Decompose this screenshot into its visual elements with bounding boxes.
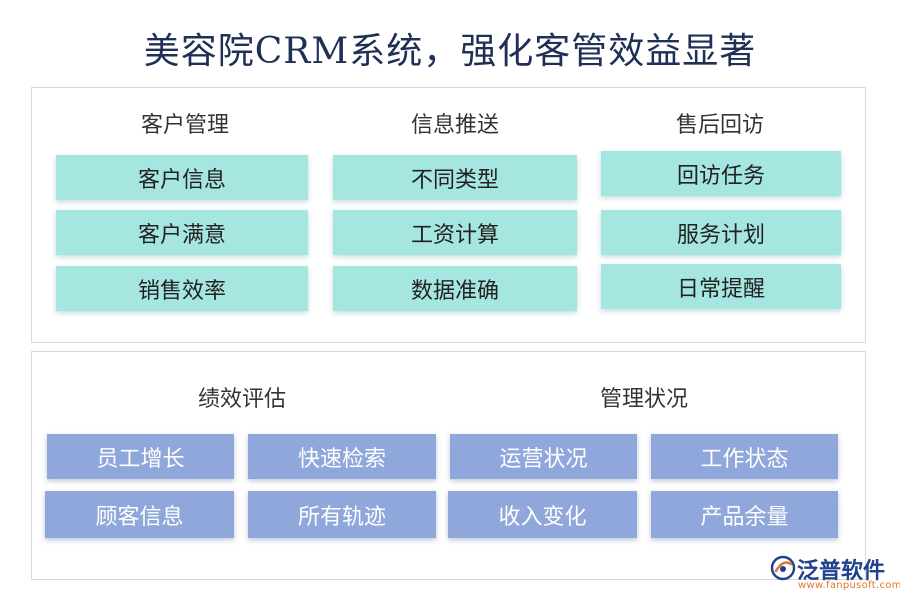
box-staff-growth: 员工增长 — [47, 434, 234, 479]
box-income-change: 收入变化 — [448, 491, 637, 538]
group-heading-management-status: 管理状况 — [599, 387, 688, 412]
box-customer-info: 客户信息 — [56, 155, 308, 200]
box-different-types: 不同类型 — [333, 155, 577, 200]
box-operation-status: 运营状况 — [450, 434, 637, 479]
box-all-tracks: 所有轨迹 — [248, 491, 436, 538]
box-sales-efficiency: 销售效率 — [56, 266, 308, 311]
fanpu-logo-icon — [770, 555, 796, 581]
brand-logo: 泛普软件 www.fanpusoft.com — [770, 553, 900, 593]
box-service-plan: 服务计划 — [601, 210, 841, 255]
column-heading-customer-management: 客户管理 — [140, 113, 229, 138]
column-heading-info-push: 信息推送 — [410, 113, 499, 138]
logo-brand-text: 泛普软件 — [797, 559, 886, 584]
box-return-visit-task: 回访任务 — [601, 151, 841, 196]
box-fast-search: 快速检索 — [248, 434, 436, 479]
box-customer-satisfaction: 客户满意 — [56, 210, 308, 255]
logo-url-text: www.fanpusoft.com — [798, 580, 900, 591]
box-salary-calculation: 工资计算 — [333, 210, 577, 255]
box-client-info: 顾客信息 — [45, 491, 234, 538]
box-daily-reminder: 日常提醒 — [601, 264, 841, 309]
box-data-accurate: 数据准确 — [333, 266, 577, 311]
column-heading-after-sales: 售后回访 — [675, 113, 764, 138]
page-title: 美容院CRM系统，强化客管效益显著 — [143, 31, 757, 72]
box-product-remaining: 产品余量 — [651, 491, 838, 538]
group-heading-performance: 绩效评估 — [197, 387, 286, 412]
box-work-state: 工作状态 — [651, 434, 838, 479]
